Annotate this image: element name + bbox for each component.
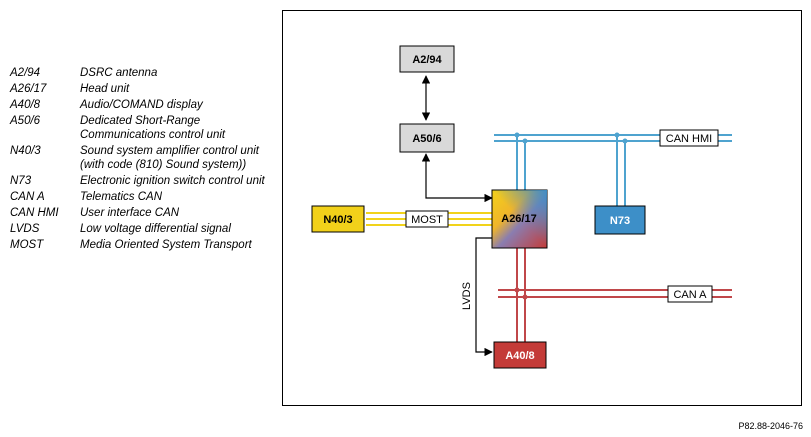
label-can-a: CAN A (667, 285, 713, 303)
node-n40-3: N40/3 (311, 205, 365, 233)
signal-lines (421, 75, 493, 357)
legend-abbr: A26/17 (10, 83, 47, 95)
junction-dot (522, 294, 528, 300)
legend-abbr: A40/8 (10, 99, 41, 111)
can-hmi-label: CAN HMI (666, 133, 712, 145)
legend-abbr: LVDS (10, 223, 40, 235)
lvds-link (475, 237, 493, 357)
legend-abbr: A2/94 (10, 67, 41, 79)
can-a-label: CAN A (673, 289, 707, 301)
node-a40-8-label: A40/8 (505, 350, 534, 362)
legend-row: CAN A Telematics CAN (10, 190, 280, 204)
legend-abbr: CAN A (10, 191, 45, 203)
junction-dot (614, 132, 620, 138)
legend-row: LVDS Low voltage differential signal (10, 222, 280, 236)
legend-desc: DSRC antenna (80, 67, 158, 79)
node-a26-17-label: A26/17 (501, 213, 536, 225)
legend-desc: Telematics CAN (80, 191, 163, 203)
legend-desc: Low voltage differential signal (80, 223, 231, 235)
junction-dot (522, 138, 528, 144)
legend-row: A40/8 Audio/COMAND display (10, 98, 280, 112)
junction-dot (514, 132, 520, 138)
legend-row: N73 Electronic ignition switch control un… (10, 174, 280, 188)
junction-dot (622, 138, 628, 144)
lvds-label: LVDS (461, 282, 473, 310)
legend-desc: Dedicated Short-Range Communications con… (80, 115, 226, 141)
node-n40-3-label: N40/3 (323, 214, 352, 226)
figure-code: P82.88-2046-76 (738, 421, 803, 431)
node-a26-17: A26/17 (491, 189, 548, 249)
legend-desc: Sound system amplifier control unit (wit… (80, 145, 259, 171)
legend-desc: Audio/COMAND display (80, 99, 203, 111)
legend-abbr: CAN HMI (10, 207, 59, 219)
legend-abbr: A50/6 (10, 115, 41, 127)
junction-dot (514, 287, 520, 293)
label-can-hmi: CAN HMI (659, 129, 719, 147)
a50-a26-link (421, 153, 493, 203)
legend-row: A50/6 Dedicated Short-Range Communication… (10, 114, 280, 142)
node-a40-8: A40/8 (493, 341, 547, 369)
legend-desc: Head unit (80, 83, 130, 95)
label-most: MOST (405, 210, 449, 228)
legend-abbr: N73 (10, 175, 32, 187)
legend-row: A2/94 DSRC antenna (10, 66, 280, 80)
node-a2-94: A2/94 (399, 45, 455, 73)
most-label: MOST (411, 214, 443, 226)
legend-desc: Media Oriented System Transport (80, 239, 252, 251)
legend-abbr: N40/3 (10, 145, 41, 157)
diagram-frame (282, 10, 802, 406)
legend-abbr: MOST (10, 239, 44, 251)
legend-row: MOST Media Oriented System Transport (10, 238, 280, 252)
legend-row: N40/3 Sound system amplifier control unit… (10, 144, 280, 172)
node-a50-6: A50/6 (399, 123, 455, 153)
node-n73: N73 (594, 205, 646, 235)
legend-desc: User interface CAN (80, 207, 180, 219)
legend-row: CAN HMI User interface CAN (10, 206, 280, 220)
node-a2-94-label: A2/94 (412, 54, 442, 66)
legend-desc: Electronic ignition switch control unit (80, 175, 265, 187)
node-a50-6-label: A50/6 (412, 133, 441, 145)
node-n73-label: N73 (610, 215, 630, 227)
legend-row: A26/17 Head unit (10, 82, 280, 96)
